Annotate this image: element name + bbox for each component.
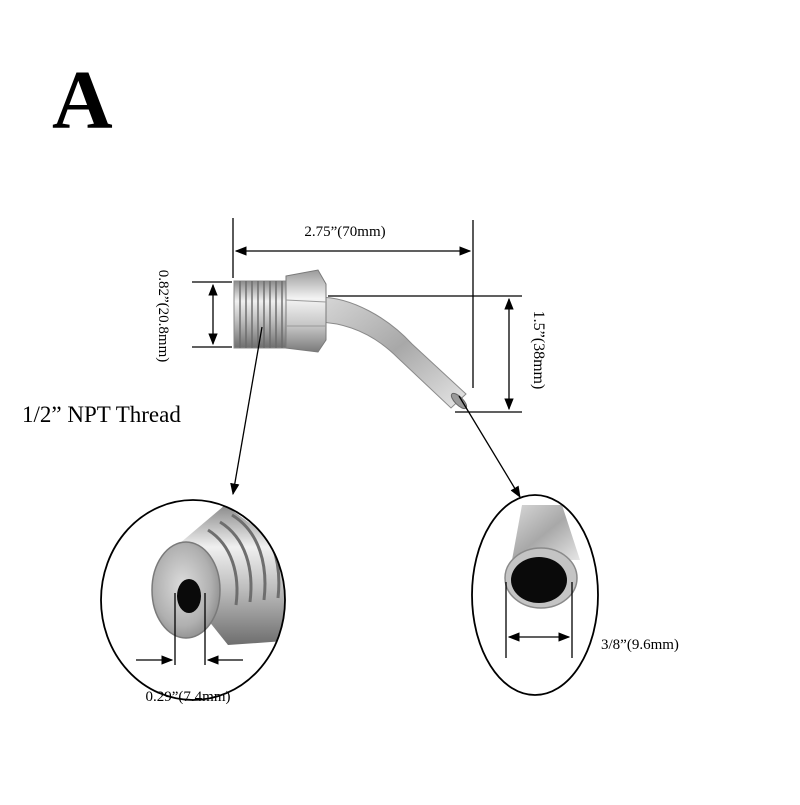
bore-hole [177, 579, 201, 613]
thread-ridges [239, 281, 283, 348]
detail-frame-left [100, 499, 286, 701]
tube-bore [511, 557, 567, 603]
drop-height-label: 1.5”(38mm) [530, 311, 547, 390]
bent-tube [317, 296, 467, 409]
hex-nut [285, 269, 327, 353]
dimension-lines [192, 218, 522, 499]
tube-end-detail: 3/8”(9.6mm) [471, 494, 679, 696]
bore-diameter-label: 0.29”(7.4mm) [146, 689, 231, 705]
variant-letter: A [52, 54, 113, 147]
fitting-illustration [233, 269, 468, 410]
detail-frame-right [471, 494, 599, 696]
thread-end-detail: 0.29”(7.4mm) [100, 499, 286, 705]
thread-type-label: 1/2” NPT Thread [22, 402, 181, 427]
thread-height-label: 0.82”(20.8mm) [155, 270, 171, 362]
overall-length-label: 2.75”(70mm) [304, 224, 385, 240]
tube-diameter-label: 3/8”(9.6mm) [601, 637, 679, 653]
